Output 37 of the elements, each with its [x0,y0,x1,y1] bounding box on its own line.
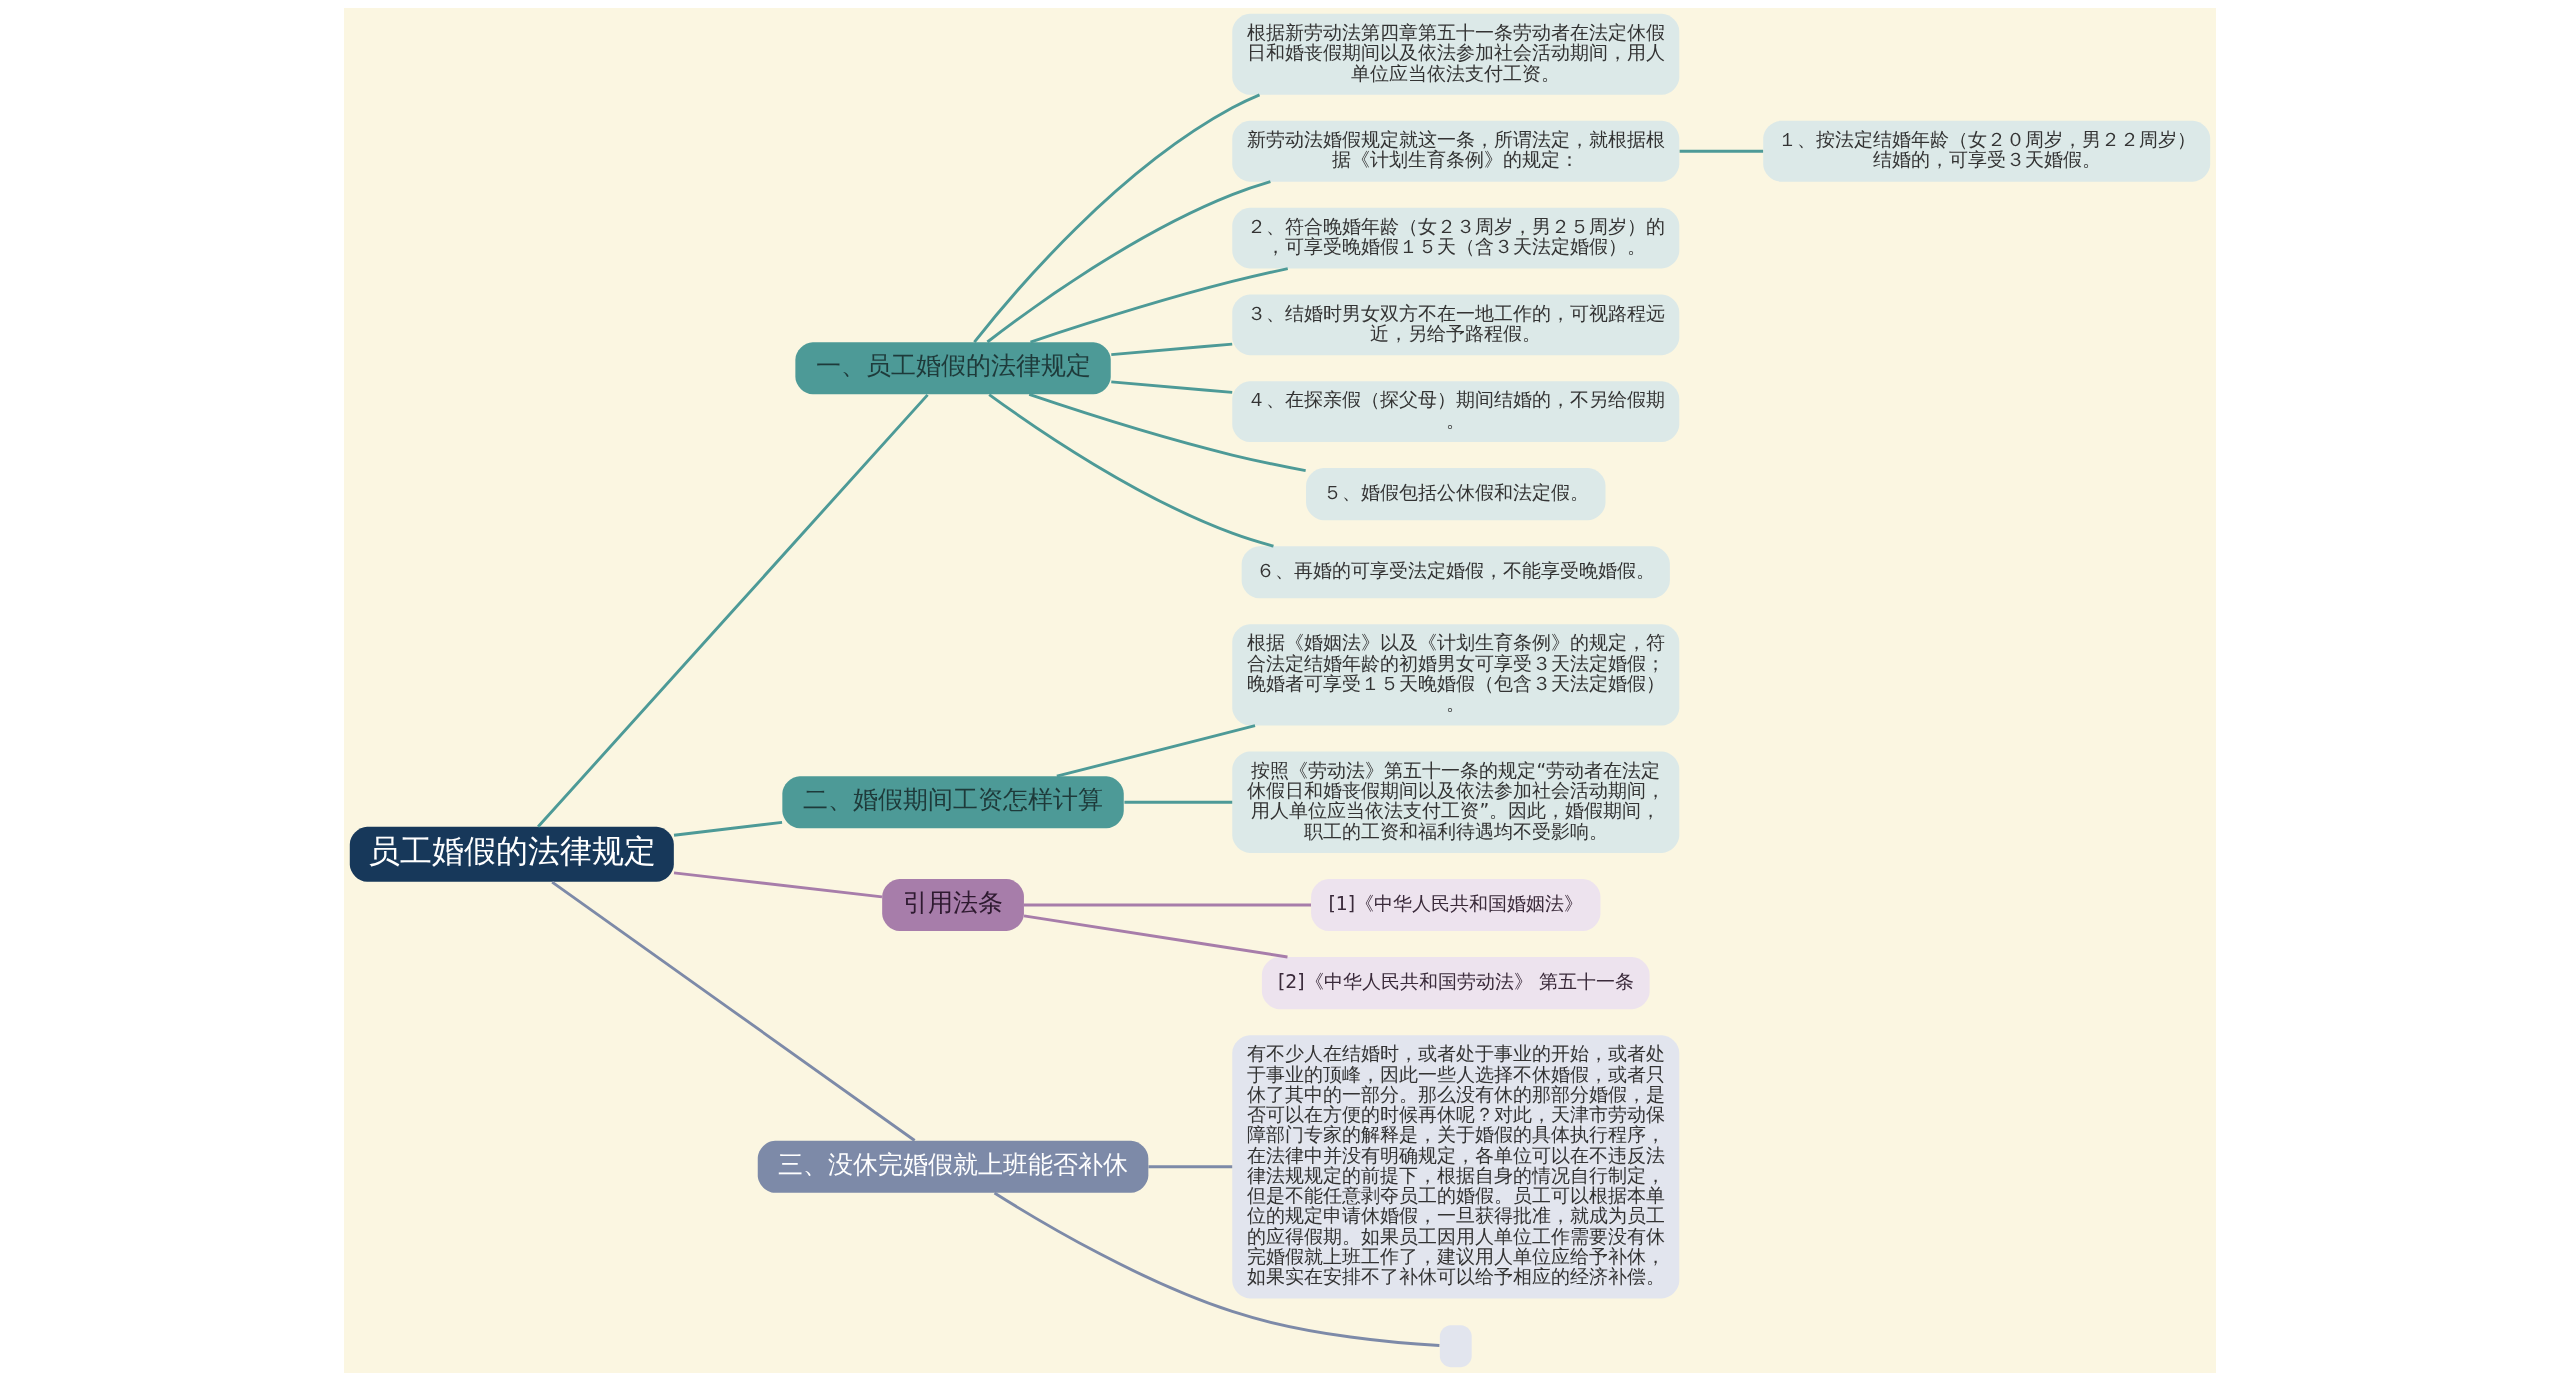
node-box: ４、在探亲假（探父母）期间结婚的，不另给假期。 [1232,381,1680,443]
node-box: 按照《劳动法》第五十一条的规定“劳动者在法定休假日和婚丧假期间以及依法参加社会活动期间，用人单位应当依法支付工资”。因此，婚假期间，职工的工资和福利待遇均不受影响。 [1232,751,1680,853]
node-box: ２、符合晚婚年龄（女２３周岁，男２５周岁）的，可享受晚婚假１５天（含３天法定婚假）。 [1232,207,1680,269]
connector [1056,724,1256,778]
node-box: 一、员工婚假的法律规定 [795,342,1111,395]
node-box: 引用法条 [882,878,1024,931]
node-box: ５、婚假包括公休假和法定假。 [1306,468,1606,521]
node-box: 根据《婚姻法》以及《计划生育条例》的规定，符合法定结婚年龄的初婚男女可享受３天法定婚假；晚婚者可享受１５天晚婚假（包含３天法定婚假）。 [1232,624,1680,726]
connector [973,93,1261,344]
node-box: [2]《中华人民共和国劳动法》 第五十一条 [1261,957,1650,1010]
node-box: 三、没休完婚假就上班能否补休 [757,1140,1149,1193]
node-box: ３、结婚时男女双方不在一地工作的，可视路程远近，另给予路程假。 [1232,294,1680,356]
connector [1124,800,1233,804]
node-box: ６、再婚的可享受法定婚假，不能享受晚婚假。 [1241,546,1670,599]
node-box: １、按法定结婚年龄（女２０周岁，男２２周岁）结婚的，可享受３天婚假。 [1763,120,2211,182]
node-box: 根据新劳动法第四章第五十一条劳动者在法定休假日和婚丧假期间以及依法参加社会活动期间，用人单位应当依法支付工资。 [1232,13,1680,95]
connector [673,820,783,837]
connector [1024,903,1311,907]
node-box: 员工婚假的法律规定 [349,826,674,882]
connector [551,880,916,1142]
node-box [1439,1325,1472,1368]
node-box: 有不少人在结婚时，或者处于事业的开始，或者处于事业的顶峰，因此一些人选择不休婚假，或者只休了其中的一部分。那么没有休的那部分婚假，是否可以在方便的时候再休呢？对此，天津市劳动保障部门专家的解释是，关于婚假的具体执行程序，在法律中并没有明确规定，各单位可以在不违反法律法规规定的前提下，根据自身的情况自行制定，但是不能任意剥夺员工的婚假。员工可以根据本单位的规定申请休婚假，一旦获得批准，就成为员工的应得假期。如果员工因用人单位工作需要没有休完婚假就上班工作了，建议用人单位应给予补休，如果实在安排不了补休可以给予相应的经济补偿。 [1232,1035,1680,1299]
connector [986,180,1271,344]
connector [673,871,883,899]
connector [1111,380,1233,394]
connector [1111,342,1233,357]
connector [537,393,929,828]
connector [1023,914,1288,959]
connector [1028,393,1306,473]
node-box: 二、婚假期间工资怎样计算 [782,776,1124,829]
connector [1030,267,1289,344]
connector [1148,1165,1233,1169]
connector [993,1191,1440,1347]
node-box: [1]《中华人民共和国婚姻法》 [1311,878,1601,931]
connector [1679,149,1764,153]
connector [988,393,1274,548]
node-box: 新劳动法婚假规定就这一条，所谓法定，就根据根据《计划生育条例》的规定： [1232,120,1680,182]
